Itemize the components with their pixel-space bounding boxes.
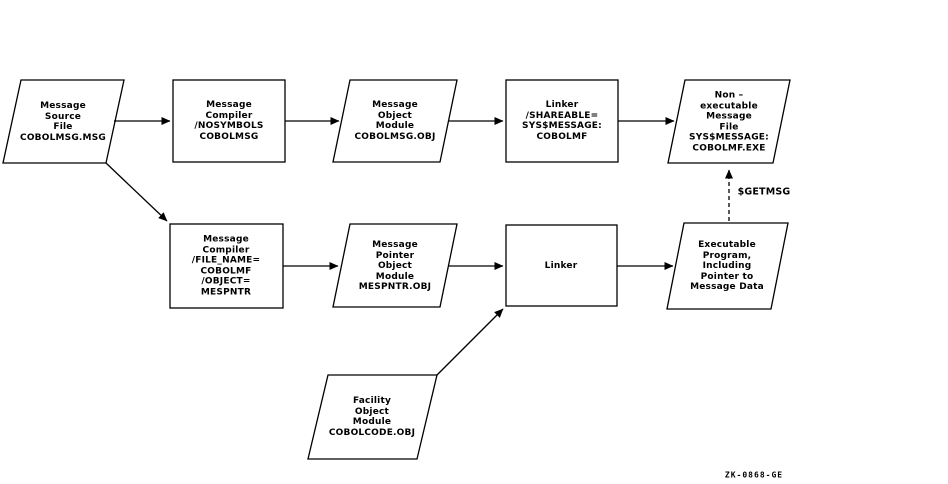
message-pointer-object-module-shape — [332, 223, 458, 308]
message-source-file-shape — [2, 79, 125, 164]
facility-object-module-shape — [307, 374, 438, 460]
linker-shareable-shape — [505, 79, 619, 163]
executable-program-shape — [666, 222, 789, 310]
message-object-module-shape — [332, 79, 458, 163]
message-compiler-filename-shape — [169, 223, 284, 309]
arrow-facility-to-linker2 — [436, 308, 504, 376]
arrow-source-to-compiler2 — [105, 162, 168, 222]
message-compiler-nosymbols-shape — [172, 79, 286, 163]
figure-caption: ZK-0868-GE — [724, 470, 784, 480]
linker-shape — [505, 224, 618, 307]
getmsg-edge-label: $GETMSG — [737, 186, 791, 198]
nonexecutable-message-file-shape — [667, 79, 791, 164]
